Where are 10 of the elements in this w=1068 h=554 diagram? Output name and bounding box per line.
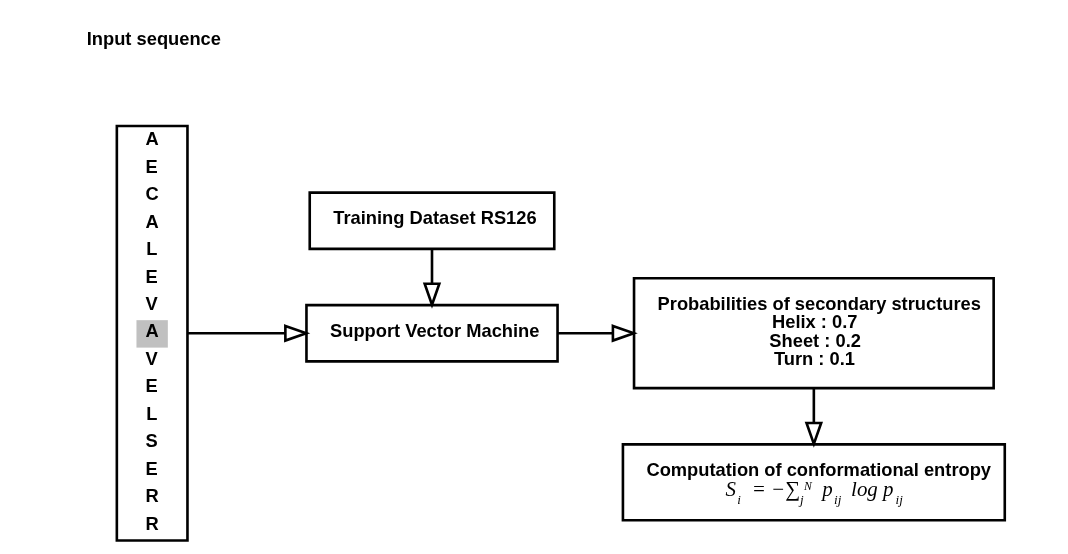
node-box: Probabilities of secondary structures Helix : 0.7 Sheet : 0.2 Turn : 0.1	[632, 277, 995, 390]
arrow	[188, 324, 311, 343]
label: Input sequence	[86, 28, 221, 50]
node-box: Training Dataset RS126	[308, 191, 556, 251]
arrow	[804, 388, 823, 448]
node-box: Computation of conformational entropy S$_{i}$ = −∑$_{j}$$^{N}$ p$_{ij}$ log p$_{ij}$	[621, 443, 1007, 522]
node-box: Support Vector Machine	[305, 303, 559, 363]
arrow	[558, 324, 638, 343]
arrow	[422, 248, 442, 309]
node-box: A E C A L E V A V E L S E R R	[115, 124, 189, 542]
